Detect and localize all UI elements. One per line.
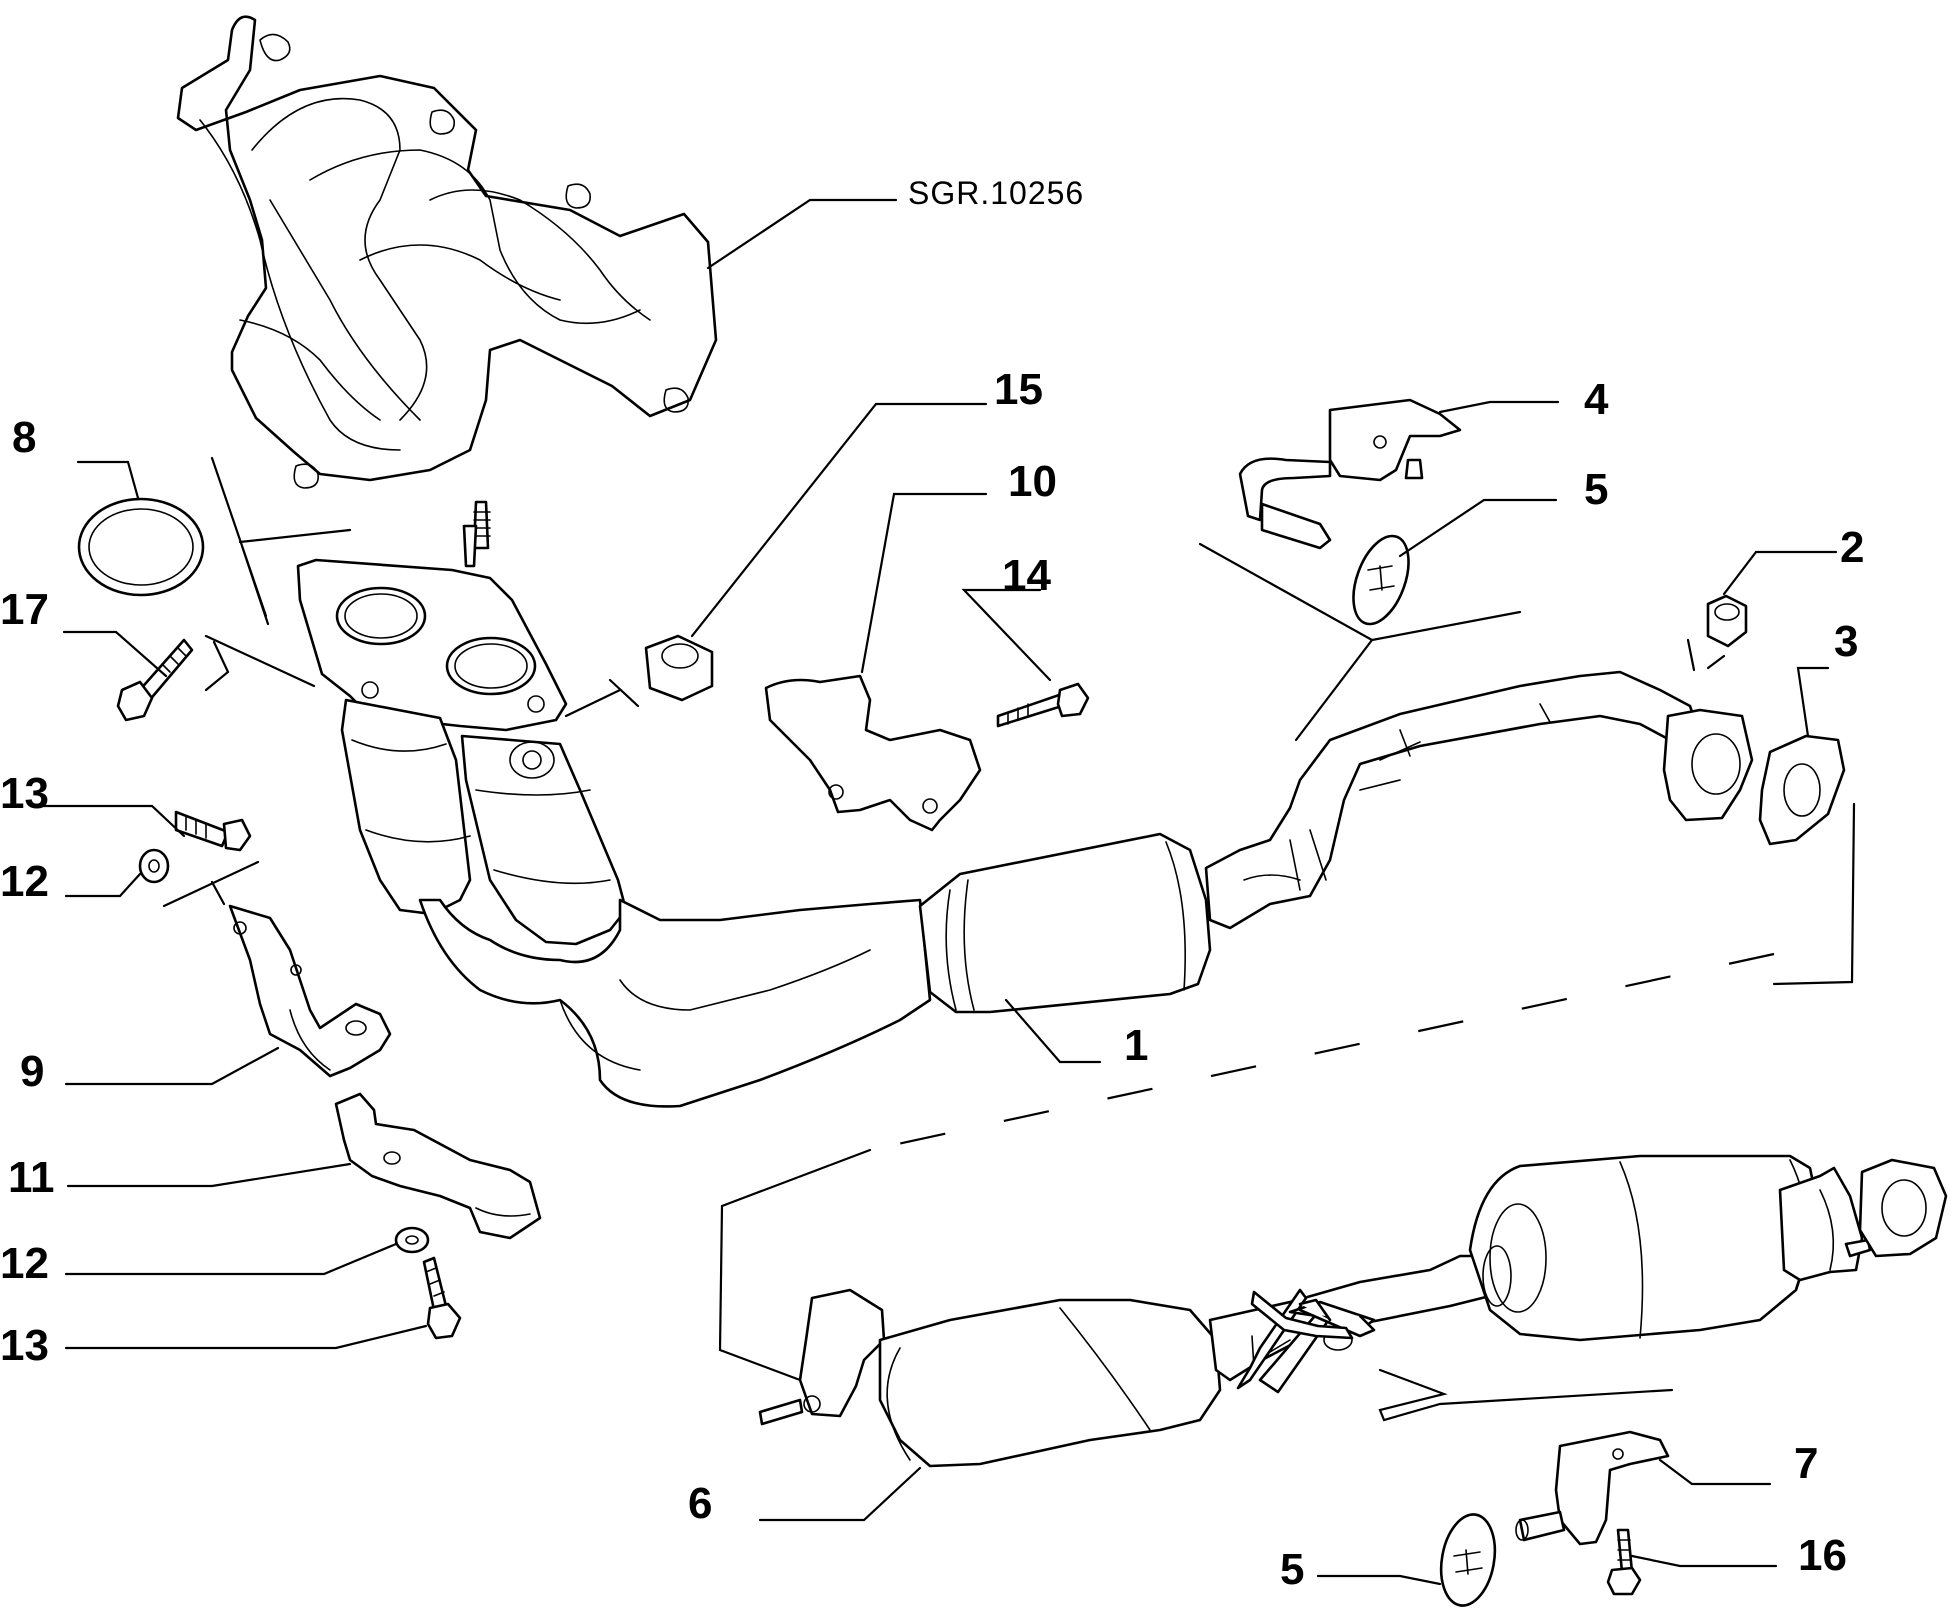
leader-7 xyxy=(1658,1458,1772,1486)
manifold-reference-label: SGR.10256 xyxy=(908,175,1084,211)
bracket-bolt-lower xyxy=(422,1256,462,1340)
callout-8: 8 xyxy=(12,413,36,462)
leader-10 xyxy=(860,492,988,674)
callout-16: 16 xyxy=(1798,1531,1847,1580)
hanger-bolt xyxy=(1606,1528,1642,1596)
callout-1: 1 xyxy=(1124,1021,1148,1070)
leader-6 xyxy=(758,1466,922,1522)
callout-4: 4 xyxy=(1584,375,1609,424)
callout-5-lower: 5 xyxy=(1280,1545,1304,1594)
callout-14: 14 xyxy=(1002,551,1051,600)
leader-5a xyxy=(1398,498,1558,558)
catalyst-nut xyxy=(644,634,714,702)
guide-lines-nut xyxy=(1686,638,1726,672)
leader-8 xyxy=(76,460,140,500)
guide-lines-13a xyxy=(162,860,260,908)
flange-gasket xyxy=(1758,734,1846,846)
leader-16 xyxy=(1630,1554,1778,1568)
leader-3 xyxy=(1796,666,1830,738)
tailpipe-gasket xyxy=(1858,1158,1948,1258)
guide-lines-15 xyxy=(564,678,640,718)
bracket-bolt xyxy=(996,682,1090,728)
callout-2: 2 xyxy=(1840,523,1864,572)
manifold-gasket xyxy=(77,497,205,597)
rubber-mount-upper xyxy=(1352,534,1410,626)
leader-4 xyxy=(1438,400,1560,414)
rubber-mount-lower xyxy=(1439,1513,1497,1607)
callout-5-upper: 5 xyxy=(1584,465,1608,514)
leader-13b xyxy=(64,1324,428,1350)
connector-upper xyxy=(1772,802,1856,986)
leader-1 xyxy=(1004,998,1102,1064)
leader-5b xyxy=(1316,1574,1442,1586)
guide-lines-rear xyxy=(1378,1368,1674,1422)
support-bracket xyxy=(764,674,982,832)
callout-15: 15 xyxy=(994,365,1043,414)
leader-9 xyxy=(64,1046,280,1086)
leader-2 xyxy=(1722,550,1838,596)
leader-12b xyxy=(64,1242,398,1276)
leader-11 xyxy=(66,1162,352,1188)
rear-hanger-bracket xyxy=(1515,1430,1670,1546)
leader-14 xyxy=(961,588,1052,682)
dashed-connector xyxy=(869,952,1775,1152)
callout-12-lower: 12 xyxy=(0,1239,49,1288)
callout-11: 11 xyxy=(8,1153,55,1202)
catalyst-bracket xyxy=(228,904,392,1078)
guide-lines-flange xyxy=(204,456,352,692)
callout-17: 17 xyxy=(0,585,49,634)
callout-12-upper: 12 xyxy=(0,857,49,906)
washer-lower xyxy=(394,1226,430,1254)
leader-13a xyxy=(38,804,186,838)
leader-17 xyxy=(62,630,168,678)
leader-sgr xyxy=(706,198,898,270)
leader-15 xyxy=(690,402,988,638)
lower-bracket xyxy=(334,1092,542,1240)
connector-lower xyxy=(718,1148,872,1382)
leader-12a xyxy=(64,872,142,898)
front-pipe-catalyst xyxy=(296,524,1754,1108)
callout-3: 3 xyxy=(1834,617,1858,666)
callout-9: 9 xyxy=(20,1047,44,1096)
exhaust-manifold xyxy=(176,15,718,550)
washer-upper xyxy=(138,848,170,884)
callout-13-lower: 13 xyxy=(0,1321,49,1370)
callout-6: 6 xyxy=(688,1479,712,1528)
hanger-bracket xyxy=(1238,398,1462,550)
rear-silencer-assembly xyxy=(758,1154,1872,1468)
callout-10: 10 xyxy=(1008,457,1057,506)
bracket-bolt-upper xyxy=(174,810,252,852)
flange-nut xyxy=(1706,594,1748,648)
guide-lines-mount xyxy=(1198,542,1522,742)
callout-13-upper: 13 xyxy=(0,769,49,818)
callout-7: 7 xyxy=(1794,1439,1818,1488)
flange-bolt xyxy=(116,638,194,722)
